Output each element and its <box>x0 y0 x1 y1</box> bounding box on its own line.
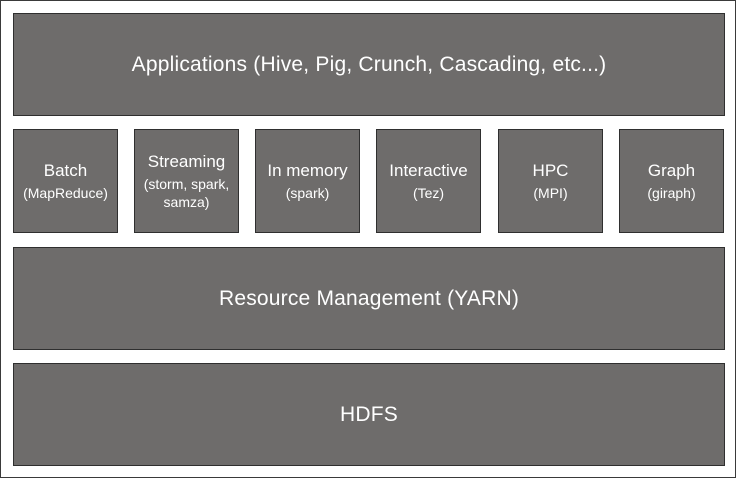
applications-layer-label: Applications (Hive, Pig, Crunch, Cascadi… <box>131 52 607 76</box>
engine-interactive-title: Interactive <box>389 160 468 180</box>
engine-interactive-subtitle: (Tez) <box>412 184 445 201</box>
engine-hpc: HPC (MPI) <box>498 129 603 233</box>
engine-batch-title: Batch <box>43 160 88 180</box>
engine-in-memory-subtitle: (spark) <box>285 184 330 201</box>
engine-graph-subtitle: (giraph) <box>647 184 696 201</box>
engine-in-memory-title: In memory <box>267 160 348 180</box>
engine-streaming: Streaming (storm, spark, samza) <box>134 129 239 233</box>
resource-management-layer: Resource Management (YARN) <box>13 247 725 350</box>
engine-graph-title: Graph <box>647 160 696 180</box>
engine-streaming-subtitle: (storm, spark, samza) <box>143 176 230 210</box>
engine-hpc-title: HPC <box>532 160 569 180</box>
engine-streaming-title: Streaming <box>147 151 226 171</box>
engine-batch: Batch (MapReduce) <box>13 129 118 233</box>
applications-layer: Applications (Hive, Pig, Crunch, Cascadi… <box>13 13 725 116</box>
engine-batch-subtitle: (MapReduce) <box>23 184 108 201</box>
engine-graph: Graph (giraph) <box>619 129 724 233</box>
hdfs-layer: HDFS <box>13 363 725 466</box>
resource-management-label: Resource Management (YARN) <box>218 286 520 310</box>
engine-interactive: Interactive (Tez) <box>376 129 481 233</box>
engine-in-memory: In memory (spark) <box>255 129 360 233</box>
engine-hpc-subtitle: (MPI) <box>533 184 568 201</box>
hdfs-label: HDFS <box>340 402 398 426</box>
